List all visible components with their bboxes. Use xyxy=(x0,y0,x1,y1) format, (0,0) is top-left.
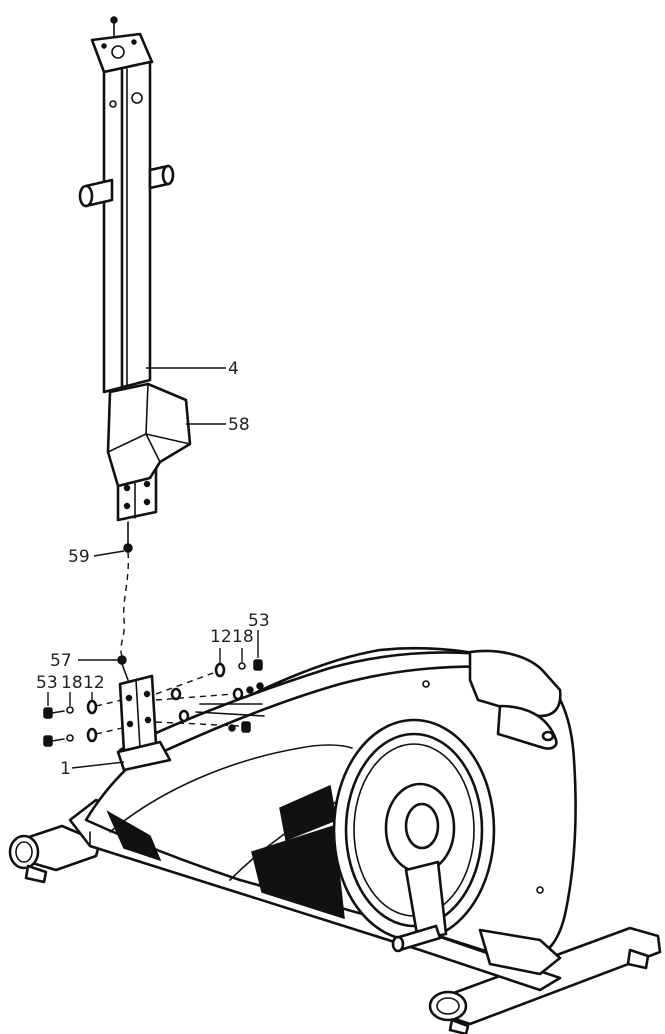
callout-labels: 4 58 59 57 1 12 18 53 53 18 12 xyxy=(36,359,270,779)
post-bracket xyxy=(116,674,172,772)
washer-12 xyxy=(214,662,226,678)
rear-cover-lower xyxy=(496,704,558,750)
frame-bolt-cap xyxy=(541,730,555,742)
callout-18-right: 18 xyxy=(232,627,254,647)
rear-leveling-foot xyxy=(626,948,650,970)
rear-stabilizer-cap-inner xyxy=(436,997,460,1015)
shroud-panel-line xyxy=(109,744,353,833)
leader-1 xyxy=(71,761,125,769)
bracket-hole xyxy=(126,720,134,728)
bolt-53 xyxy=(241,721,251,733)
post-shroud xyxy=(106,382,192,488)
leader-59 xyxy=(93,550,125,557)
bracket-hole xyxy=(143,690,151,698)
console-mount-plate xyxy=(90,32,154,74)
crank-arm xyxy=(404,860,448,942)
washer-18 xyxy=(66,706,74,714)
nut xyxy=(246,686,254,694)
washer-12 xyxy=(86,727,98,743)
upright-post xyxy=(78,16,175,522)
callout-4: 4 xyxy=(228,359,239,379)
tube-bolt-hole xyxy=(143,480,151,488)
washer-12 xyxy=(178,709,190,723)
bracket-base xyxy=(116,740,172,772)
rear-leveling-foot xyxy=(448,1018,470,1034)
shroud-edge xyxy=(145,433,191,445)
washer-12 xyxy=(170,687,182,701)
leveling-foot xyxy=(24,864,48,884)
rear-base-bracket xyxy=(478,928,562,976)
bolt-53 xyxy=(253,659,263,671)
plate-hole xyxy=(111,45,125,59)
bracket-hole xyxy=(125,694,133,702)
washer-12 xyxy=(86,699,98,715)
bolt-53 xyxy=(43,735,53,747)
bolt-shank xyxy=(51,738,65,742)
assembly-path xyxy=(95,699,123,707)
cable-connector-lower xyxy=(117,655,127,665)
stabilizer-cap-inner xyxy=(15,841,33,863)
callout-12-left: 12 xyxy=(83,673,105,693)
callout-58: 58 xyxy=(228,415,250,435)
callout-12-right: 12 xyxy=(210,627,232,647)
frame-screw xyxy=(422,680,430,688)
stabilizer-cap-left xyxy=(8,834,40,870)
bracket-hole xyxy=(144,716,152,724)
flywheel-cover-ring xyxy=(344,732,484,928)
tube-bolt-hole xyxy=(143,498,151,506)
washer-12 xyxy=(232,687,244,701)
callout-53-left: 53 xyxy=(36,673,58,693)
washer-18 xyxy=(66,734,74,742)
leader-lines xyxy=(47,367,259,769)
frame-screw xyxy=(536,886,544,894)
callout-53-right: 53 xyxy=(248,611,270,631)
callout-57: 57 xyxy=(50,651,72,671)
main-frame xyxy=(8,647,662,1034)
front-accent xyxy=(106,810,162,862)
frame-bolt-rail xyxy=(195,711,265,717)
shroud-edge xyxy=(107,433,147,453)
assembly-path xyxy=(95,727,123,735)
bolt-53 xyxy=(43,707,53,719)
rear-stabilizer-cap xyxy=(428,990,468,1022)
cable-segment xyxy=(121,663,129,681)
assembly-path xyxy=(155,671,217,695)
cable-dashed xyxy=(120,551,130,657)
nut xyxy=(256,682,264,690)
vent-panel xyxy=(251,825,345,920)
callout-59: 59 xyxy=(68,547,90,567)
hardware-left xyxy=(43,699,123,747)
assembly-path xyxy=(155,721,241,727)
pedal-axle-end xyxy=(391,935,405,953)
sensor-cable xyxy=(117,521,133,681)
cable-connector-upper xyxy=(123,543,133,553)
assembly-path xyxy=(155,693,235,701)
callout-1: 1 xyxy=(60,759,71,779)
cable-end xyxy=(110,16,118,24)
hardware-right xyxy=(155,659,265,733)
handle-stub-end xyxy=(78,184,94,208)
tube-hole xyxy=(109,100,117,108)
nut xyxy=(228,724,236,732)
tube-hole xyxy=(131,92,143,104)
callout-18-left: 18 xyxy=(61,673,83,693)
bracket-edge xyxy=(135,679,141,749)
washer-18 xyxy=(238,662,246,670)
plate-screw-hole xyxy=(101,43,107,49)
tube-bolt-hole xyxy=(123,502,131,510)
handle-stub-end xyxy=(161,164,175,186)
flywheel-axle xyxy=(404,802,440,850)
tube-bolt-hole xyxy=(123,484,131,492)
plate-screw-hole xyxy=(131,39,137,45)
bolt-shank xyxy=(51,710,65,714)
